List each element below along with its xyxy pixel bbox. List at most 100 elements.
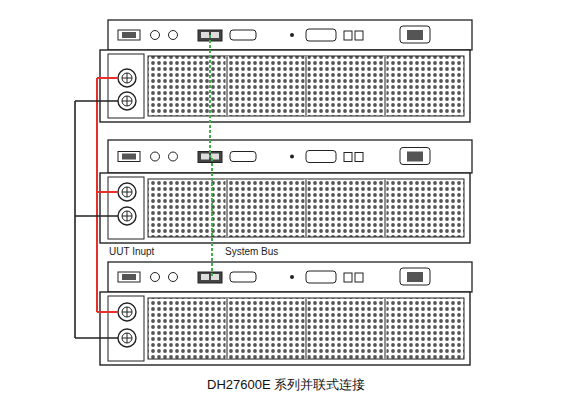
system-bus-wire (210, 35, 212, 277)
instrument-unit (100, 262, 472, 365)
drawing-part (305, 179, 308, 237)
drawing-part (122, 154, 136, 160)
drawing-part (306, 271, 336, 283)
drawing-part (151, 31, 160, 40)
output-terminal (118, 92, 136, 110)
drawing-part (306, 29, 336, 41)
drawing-part (384, 56, 387, 116)
drawing-part (201, 274, 209, 280)
drawing-part (108, 54, 144, 118)
output-terminal (118, 329, 136, 347)
drawing-part (127, 96, 128, 106)
drawing-part (169, 31, 178, 40)
drawing-part (355, 273, 363, 282)
negative-wire (75, 337, 118, 339)
drawing-part (127, 187, 128, 197)
drawing-part (227, 298, 228, 359)
drawing-part (305, 298, 308, 359)
drawing-part (290, 33, 294, 37)
drawing-part (230, 152, 256, 162)
drawing-part (306, 179, 307, 237)
drawing-part (344, 31, 352, 40)
negative-wire (75, 100, 118, 102)
drawing-part (227, 179, 228, 237)
drawing-part (108, 296, 144, 361)
drawing-part (384, 298, 387, 359)
positive-wire (96, 78, 98, 312)
positive-wire (97, 311, 118, 313)
vent-grille (148, 298, 464, 359)
vent-grille (148, 56, 464, 116)
drawing-part (151, 152, 160, 161)
drawing-part (407, 272, 423, 282)
rear-panel (108, 262, 472, 292)
drawing-part (122, 307, 132, 317)
drawing-part (122, 274, 136, 280)
power-socket (400, 26, 430, 43)
drawing-part (122, 333, 132, 343)
negative-wire (75, 215, 118, 217)
drawing-part (305, 56, 308, 116)
drawing-part (122, 96, 132, 106)
output-terminal (118, 207, 136, 225)
drawing-part (385, 56, 386, 116)
drawing-part (122, 211, 132, 221)
drawing-part (118, 152, 140, 162)
drawing-part (127, 307, 128, 317)
output-terminal (118, 69, 136, 87)
drawing-part (355, 153, 363, 162)
system-bus-port (198, 272, 222, 283)
vent-grille (148, 179, 464, 237)
drawing-part (227, 56, 228, 116)
figure-caption: DH27600E 系列并联式连接 (207, 376, 365, 394)
drawing-part (127, 73, 128, 83)
output-terminal (118, 303, 136, 321)
wire-label: System Bus (224, 246, 279, 257)
drawing-part (201, 32, 209, 38)
unit-body (100, 292, 470, 365)
instrument-unit (100, 20, 472, 122)
drawing-part (169, 152, 178, 161)
drawing-part (122, 32, 136, 38)
drawing-part (344, 153, 352, 162)
drawing-part (290, 155, 294, 159)
drawing-part (226, 56, 229, 116)
drawing-part (122, 187, 132, 197)
drawing-part (230, 30, 256, 40)
rear-panel (108, 20, 472, 50)
drawing-part (211, 32, 219, 38)
drawing-part (127, 333, 128, 343)
negative-wire (74, 101, 76, 338)
positive-wire (97, 191, 118, 193)
drawing-part (127, 211, 128, 221)
instrument-unit (100, 140, 472, 243)
output-terminal (118, 183, 136, 201)
drawing-part (169, 273, 178, 282)
drawing-part (385, 298, 386, 359)
power-socket (400, 268, 430, 285)
drawing-part (108, 177, 144, 239)
drawing-part (407, 30, 423, 40)
drawing-part (306, 298, 307, 359)
drawing-part (122, 73, 132, 83)
drawing-part (226, 179, 229, 237)
drawing-part (151, 273, 160, 282)
drawing-part (230, 272, 256, 282)
drawing-part (407, 152, 423, 162)
drawing-part (201, 154, 209, 160)
drawing-part (118, 272, 140, 282)
power-socket (400, 148, 430, 165)
drawing-part (385, 179, 386, 237)
drawing-part (344, 273, 352, 282)
positive-wire (97, 77, 118, 79)
drawing-part (306, 151, 336, 163)
drawing-part (118, 30, 140, 40)
wire-label: UUT Inupt (108, 246, 155, 257)
rear-panel (108, 140, 472, 173)
unit-body (100, 173, 470, 243)
drawing-part (306, 56, 307, 116)
drawing-part (290, 275, 294, 279)
drawing-part (384, 179, 387, 237)
drawing-part (355, 31, 363, 40)
